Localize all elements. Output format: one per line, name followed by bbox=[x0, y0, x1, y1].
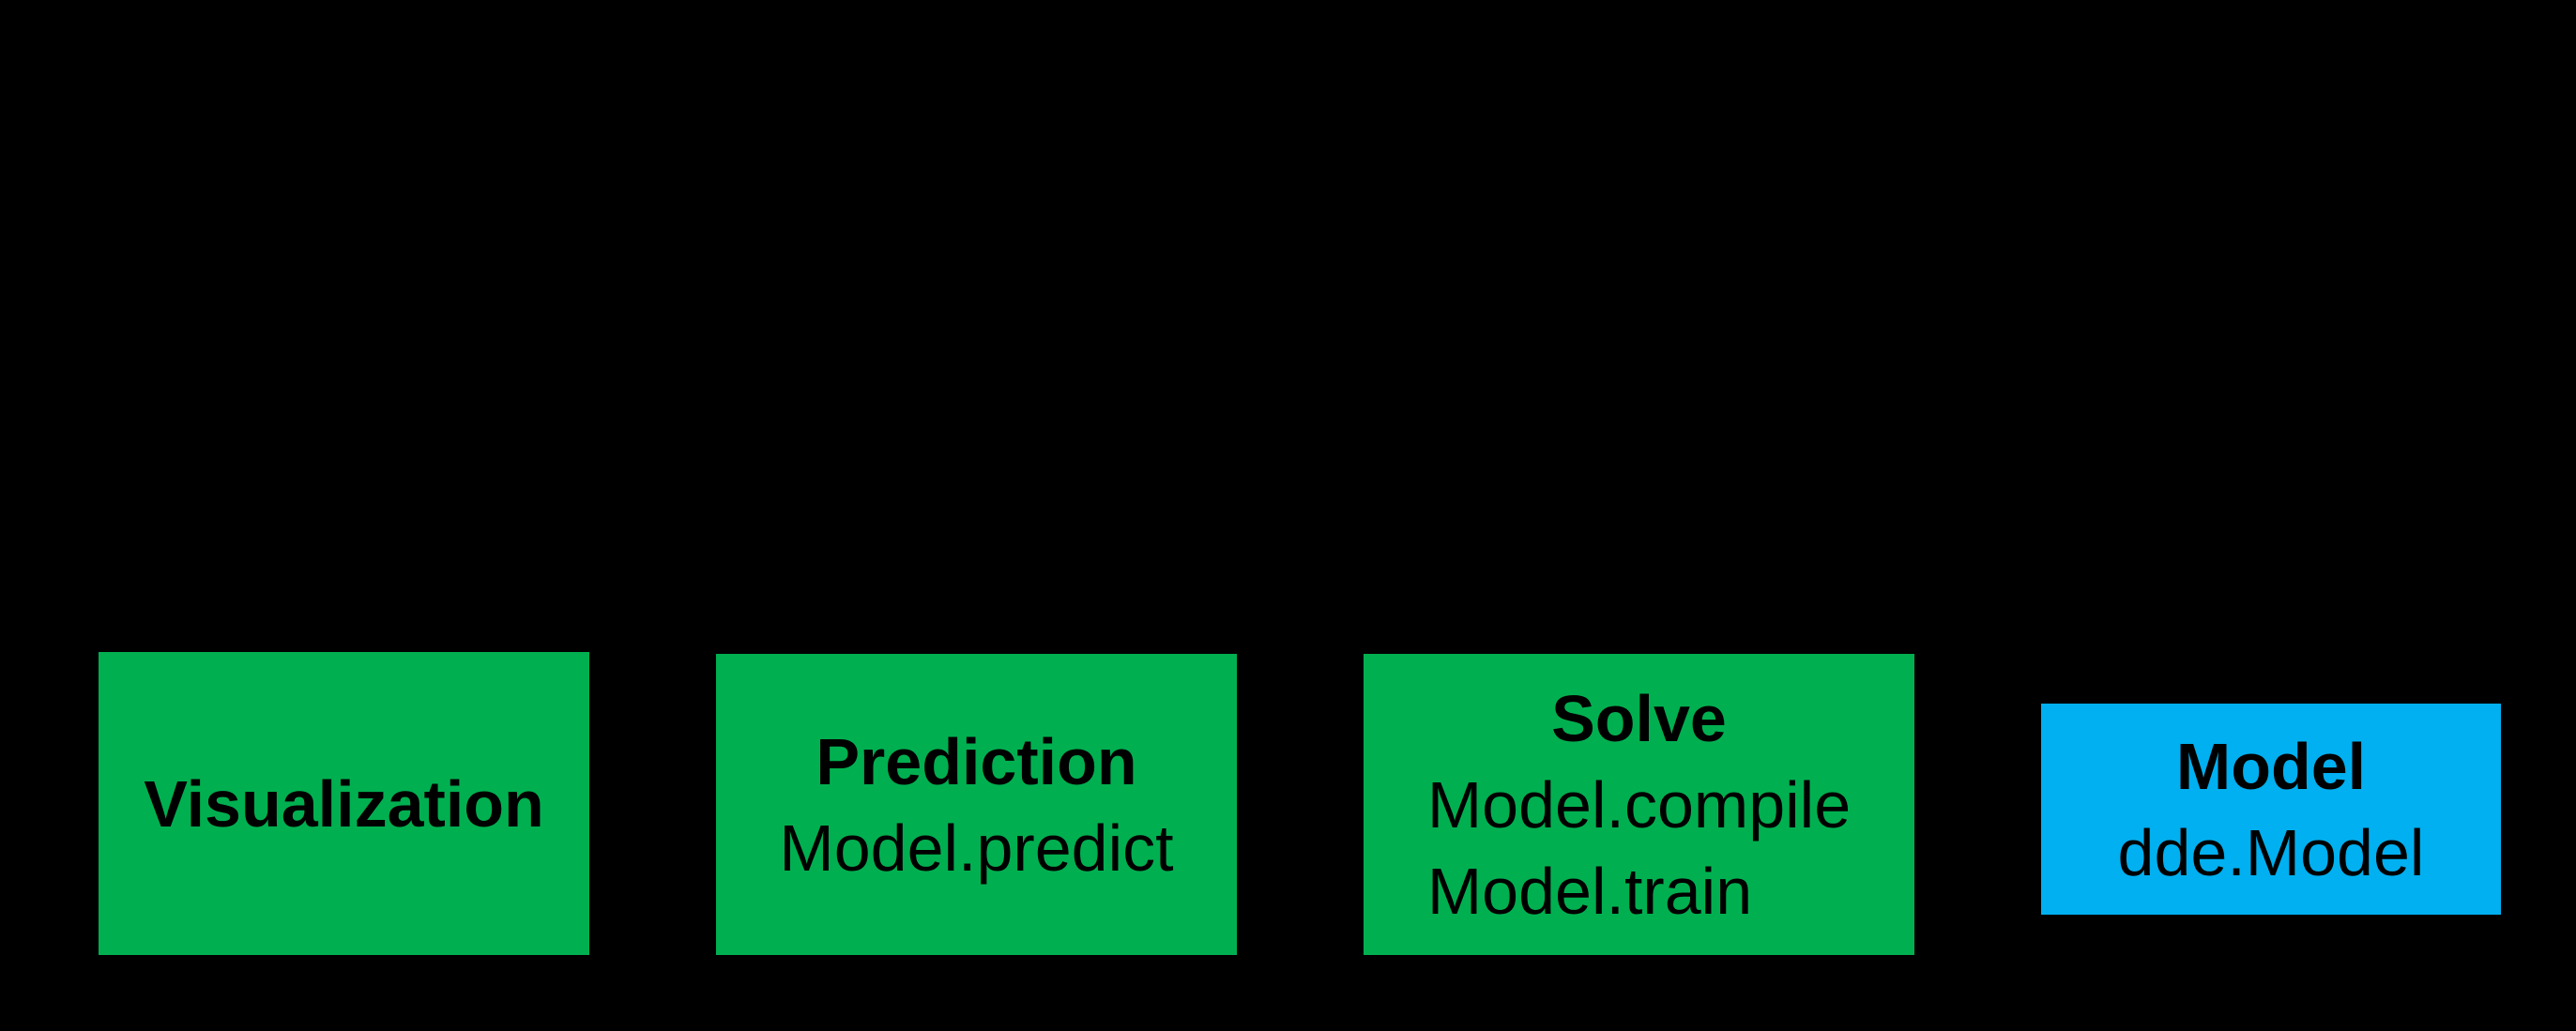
model-box-body-line: dde.Model bbox=[2117, 815, 2425, 889]
prediction-box-body: Model.predict bbox=[779, 805, 1173, 891]
solve-box: Solve Model.compile Model.train bbox=[1364, 654, 1914, 955]
solve-box-title: Solve bbox=[1551, 681, 1727, 755]
prediction-box: Prediction Model.predict bbox=[716, 654, 1237, 955]
prediction-box-title: Prediction bbox=[815, 724, 1137, 798]
solve-box-body-line: Model.train bbox=[1426, 854, 1753, 928]
prediction-box-body-line: Model.predict bbox=[779, 811, 1174, 885]
model-box: Model dde.Model bbox=[2041, 704, 2501, 915]
solve-box-body-line: Model.compile bbox=[1426, 767, 1852, 841]
solve-box-body: Model.compile Model.train bbox=[1427, 762, 1851, 934]
model-box-title: Model bbox=[2175, 729, 2367, 803]
visualization-box-title: Visualization bbox=[144, 766, 544, 841]
model-box-body: dde.Model bbox=[2118, 810, 2425, 896]
visualization-box: Visualization bbox=[99, 652, 589, 955]
